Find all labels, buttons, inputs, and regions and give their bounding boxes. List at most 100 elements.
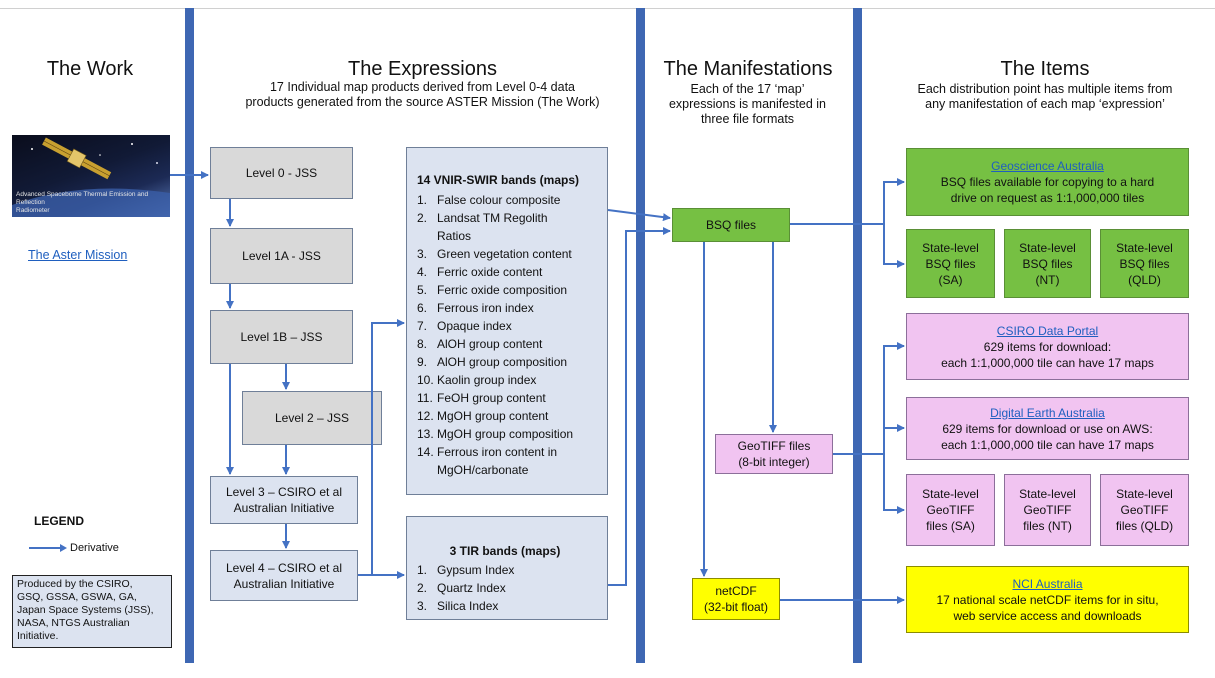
arrow-bsq-to-ga-box [883, 178, 905, 224]
legend-derivative: Derivative [28, 542, 119, 554]
level-1b-label: Level 1B – JSS [240, 330, 323, 344]
tir-item: 2. Quartz Index [417, 579, 603, 597]
vnir-swir-item-text: AlOH group composition [437, 355, 568, 369]
satellite-caption-line-2: Radiometer [16, 207, 50, 214]
geotiff-state-nt-box: State-level GeoTIFF files (NT) [1004, 474, 1091, 546]
level-1a-box: Level 1A - JSS [210, 228, 353, 284]
expressions-title: The Expressions [348, 58, 497, 80]
vnir-swir-item-text: Green vegetation content [437, 247, 572, 261]
bsq-state-nt-line-1: State-level [1019, 240, 1076, 255]
geotiff-state-nt-line-1: State-level [1019, 487, 1076, 501]
csiro-data-portal-line-2: each 1:1,000,000 tile can have 17 maps [941, 355, 1154, 370]
tir-item: 1. Gypsum Index [417, 561, 603, 579]
csiro-data-portal-link[interactable]: CSIRO Data Portal [996, 323, 1099, 338]
level-2-box: Level 2 – JSS [242, 391, 382, 445]
geotiff-state-qld-line-1: State-level [1116, 487, 1173, 501]
tir-list: 1. Gypsum Index 2. Quartz Index 3. Silica Ind… [417, 561, 603, 615]
tir-box: 3 TIR bands (maps) 1. Gypsum Index 2. Quart… [406, 516, 608, 620]
geoscience-australia-link[interactable]: Geoscience Australia [991, 159, 1104, 173]
vnir-swir-item-text: False colour composite [437, 193, 561, 207]
nci-australia-line-2: web service access and downloads [953, 608, 1142, 623]
vnir-swir-item-number: 2. [417, 211, 428, 225]
bsq-state-qld-box: State-level BSQ files (QLD) [1100, 229, 1189, 298]
manifestations-title: The Manifestations [663, 58, 833, 80]
bsq-files-label: BSQ files [705, 218, 756, 232]
satellite-icon [12, 137, 170, 217]
vnir-swir-item: 13.MgOH group composition [417, 425, 603, 443]
expressions-subtitle-line-1: 17 Individual map products derived from … [269, 80, 576, 94]
vnir-swir-item-number: 6. [417, 301, 428, 315]
vnir-swir-item-text: AlOH group content [437, 337, 543, 351]
vnir-swir-item: 1. False colour composite [417, 191, 603, 209]
vnir-swir-item-number: 9. [417, 355, 428, 369]
tir-item: 3. Silica Index [417, 597, 603, 615]
arrow-icon [29, 544, 67, 552]
manifestations-subtitle-line-3: three file formats [700, 112, 795, 126]
geotiff-files-box: GeoTIFF files (8-bit integer) [715, 434, 833, 474]
satellite-caption: Advanced Spaceborne Thermal Emission and… [16, 191, 170, 215]
geotiff-state-qld-line-3: files (QLD) [1115, 519, 1174, 533]
vnir-swir-item-text: Ratios [437, 229, 472, 243]
bsq-state-nt-line-2: BSQ files [1022, 256, 1073, 271]
produced-by-line-3: Japan Space Systems (JSS), [17, 604, 154, 616]
vnir-swir-item-text: MgOH group content [437, 409, 549, 423]
aster-satellite-image: Advanced Spaceborne Thermal Emission and… [12, 135, 170, 217]
digital-earth-australia-link[interactable]: Digital Earth Australia [990, 405, 1105, 420]
items-subtitle-line-1: Each distribution point has multiple ite… [917, 82, 1173, 96]
level-1a-label: Level 1A - JSS [242, 249, 321, 263]
vnir-swir-title: 14 VNIR-SWIR bands (maps) [417, 173, 580, 187]
geotiff-state-qld-line-2: GeoTIFF [1120, 503, 1169, 517]
geotiff-state-sa-line-2: GeoTIFF [926, 503, 975, 517]
vnir-swir-item-number: 5. [417, 283, 428, 297]
aster-mission-link[interactable]: The Aster Mission [28, 248, 128, 262]
tir-item-text: Silica Index [437, 599, 499, 613]
level-3-label-line-2: Australian Initiative [233, 501, 335, 515]
tir-item-number: 1. [417, 563, 428, 577]
vnir-swir-item-number: 13. [417, 427, 434, 441]
items-subtitle: Each distribution point has multiple ite… [880, 82, 1210, 112]
vnir-swir-item-number: 7. [417, 319, 428, 333]
vnir-swir-item-number: 8. [417, 337, 428, 351]
nci-australia-line-1: 17 national scale netCDF items for in si… [936, 592, 1159, 607]
arrow-vnir-to-bsq [607, 209, 671, 222]
manifestations-subtitle-line-1: Each of the 17 ‘map’ [690, 82, 805, 96]
level-0-box: Level 0 - JSS [210, 147, 353, 199]
geoscience-australia-line-1: BSQ files available for copying to a har… [940, 175, 1155, 189]
separator-bar-1 [185, 8, 194, 663]
netcdf-label-line-1: netCDF [715, 584, 757, 598]
items-title: The Items [1000, 58, 1090, 80]
tir-item-number: 3. [417, 599, 428, 613]
expressions-subtitle-line-2: products generated from the source ASTER… [245, 95, 600, 109]
vnir-swir-item-text: FeOH group content [437, 391, 546, 405]
level-2-label: Level 2 – JSS [274, 411, 350, 425]
level-4-label-line-1: Level 4 – CSIRO et al [225, 560, 343, 575]
arrow-geotiff-to-states [883, 454, 905, 514]
vnir-swir-item: 10.Kaolin group index [417, 371, 603, 389]
vnir-swir-item-text: Kaolin group index [437, 373, 537, 387]
level-3-label-line-1: Level 3 – CSIRO et al [225, 485, 343, 499]
tir-item-text: Quartz Index [437, 581, 506, 595]
bsq-state-qld-line-3: (QLD) [1128, 272, 1161, 287]
vnir-swir-item-text: MgOH/carbonate [437, 463, 529, 477]
vnir-swir-item: 8. AlOH group content [417, 335, 603, 353]
vnir-swir-item: 4.Ferric oxide content [417, 263, 603, 281]
tir-item-text: Gypsum Index [437, 563, 515, 577]
tir-item-number: 2. [417, 581, 428, 595]
geotiff-files-label-line-1: GeoTIFF files [737, 439, 811, 453]
vnir-swir-item-number: 1. [417, 193, 428, 207]
vnir-swir-item: 7.Opaque index [417, 317, 603, 335]
tir-title: 3 TIR bands (maps) [449, 544, 561, 558]
vnir-swir-item-number: 12. [417, 409, 434, 423]
top-rule [0, 8, 1215, 9]
level-4-box: Level 4 – CSIRO et al Australian Initiat… [210, 550, 358, 601]
bsq-state-sa-line-1: State-level [922, 240, 979, 255]
geotiff-state-sa-line-1: State-level [922, 487, 979, 501]
geotiff-state-sa-box: State-level GeoTIFF files (SA) [906, 474, 995, 546]
separator-bar-2 [636, 8, 645, 663]
vnir-swir-item-text: MgOH group composition [437, 427, 574, 441]
bsq-state-sa-box: State-level BSQ files (SA) [906, 229, 995, 298]
separator-bar-3 [853, 8, 862, 663]
nci-australia-link[interactable]: NCI Australia [1012, 576, 1083, 591]
vnir-swir-item-number: 3. [417, 247, 428, 261]
